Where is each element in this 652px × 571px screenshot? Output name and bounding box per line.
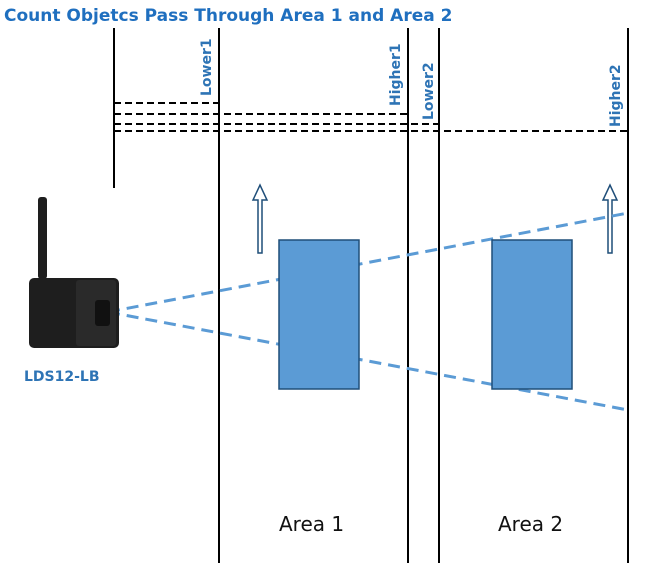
area2-label: Area 2	[498, 512, 563, 536]
beam-upper-edge	[107, 211, 629, 314]
beam-lower-edge	[107, 310, 629, 412]
device-label: LDS12-LB	[24, 369, 100, 385]
lidar-sensor-device-icon	[29, 197, 119, 348]
threshold-dashed-lines	[114, 102, 628, 132]
label-higher1: Higher1	[388, 43, 404, 106]
label-higher2: Higher2	[608, 64, 624, 127]
label-lower1: Lower1	[199, 38, 215, 96]
sensor-beam	[107, 211, 629, 412]
up-arrow-icon	[601, 183, 619, 254]
vertical-boundaries	[113, 28, 629, 563]
device-lens	[95, 300, 110, 326]
up-arrow-icon	[251, 183, 269, 254]
area1-label: Area 1	[279, 512, 344, 536]
label-lower2: Lower2	[421, 62, 437, 120]
diagram-title: Count Objetcs Pass Through Area 1 and Ar…	[4, 6, 452, 26]
object-area2	[491, 239, 573, 390]
device-antenna	[38, 197, 47, 279]
object-area1	[278, 239, 360, 390]
